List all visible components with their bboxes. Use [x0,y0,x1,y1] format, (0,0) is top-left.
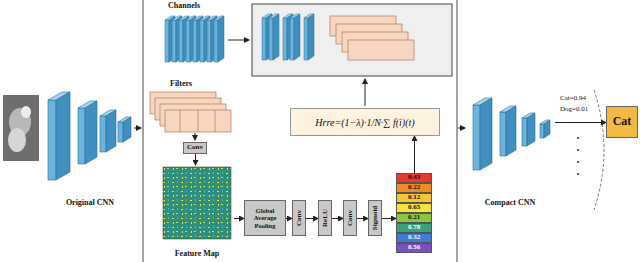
flow-arrow [458,128,465,129]
box-text: 0.32 [408,234,420,242]
box-text: Sigmoid [372,206,379,231]
connector [555,122,606,123]
ellipsis-dot [577,149,579,151]
section-label: Channels [168,2,200,11]
class-score: Dog=0.01 [560,106,588,114]
weight-cell: 0.12 [396,193,432,203]
weight-cell: 0.21 [396,213,432,223]
flow-arrow [134,128,141,129]
flow-arrow [195,133,196,140]
box-text: Conv [347,210,354,226]
input-image [8,128,26,152]
sigmoid-box: Sigmoid [368,200,382,236]
connector [332,218,343,219]
section-label: Filters [170,80,192,89]
ellipsis-dot [577,137,579,139]
weight-cell: 0.56 [396,243,432,253]
connector [382,218,396,219]
box-text: Global Average Pooling [248,207,282,228]
conv-box: Conv [183,142,207,154]
weight-cell: 0.43 [396,173,432,183]
feature-map-label: Feature Map [160,165,234,259]
filters [150,92,231,132]
box-text: Conv [187,144,203,152]
output-bracket [594,90,604,210]
class-score: Cat=0.94 [560,95,586,103]
panel-border [457,0,458,262]
box-text: 0.78 [408,224,420,232]
box-text: 0.56 [408,244,420,252]
box-text: Cat [613,115,632,128]
conv-box: Conv [292,200,306,236]
channels [165,16,224,62]
caption-text: Original CNN [66,198,114,208]
box-text: Conv [296,210,303,226]
caption-text: Feature Map [175,249,220,259]
connector [357,218,368,219]
ellipsis-dot [577,173,579,175]
box-text: ReLU [322,209,329,227]
connector [195,154,196,165]
connector [414,136,415,173]
panel-border [143,0,144,262]
box-text: 0.12 [408,194,420,202]
weight-cell: 0.78 [396,223,432,233]
pruned-panel [252,4,452,76]
relu-box: ReLU [318,200,332,236]
output-class-box: Cat [606,106,638,138]
conv-box: Conv [343,200,357,236]
box-text: Hrre=(1−λ)·1/N·∑ f(i)(t) [315,117,414,128]
box-text: 0.21 [408,214,420,222]
network-label: Compact CNN [465,95,555,208]
flow-arrow [228,40,249,41]
formula-box: Hrre=(1−λ)·1/N·∑ f(i)(t) [290,108,440,136]
ellipsis-dot [577,161,579,163]
connector [234,218,244,219]
box-text: 0.43 [408,174,420,182]
weight-cell: 0.32 [396,233,432,243]
caption-text: Compact CNN [485,198,535,208]
connector [306,218,318,219]
input-image [21,106,31,118]
cnn-layers [48,92,131,180]
box-text: 0.22 [408,184,420,192]
input-image [3,95,39,161]
flow-arrow [365,79,366,106]
input-image [3,95,39,161]
weight-cell: 0.65 [396,203,432,213]
cnn-layers [473,98,550,170]
weight-cell: 0.22 [396,183,432,193]
box-text: 0.65 [408,204,420,212]
feature-map [163,167,231,239]
pooling-box: Global Average Pooling [244,200,286,236]
network-label: Original CNN [44,90,136,208]
